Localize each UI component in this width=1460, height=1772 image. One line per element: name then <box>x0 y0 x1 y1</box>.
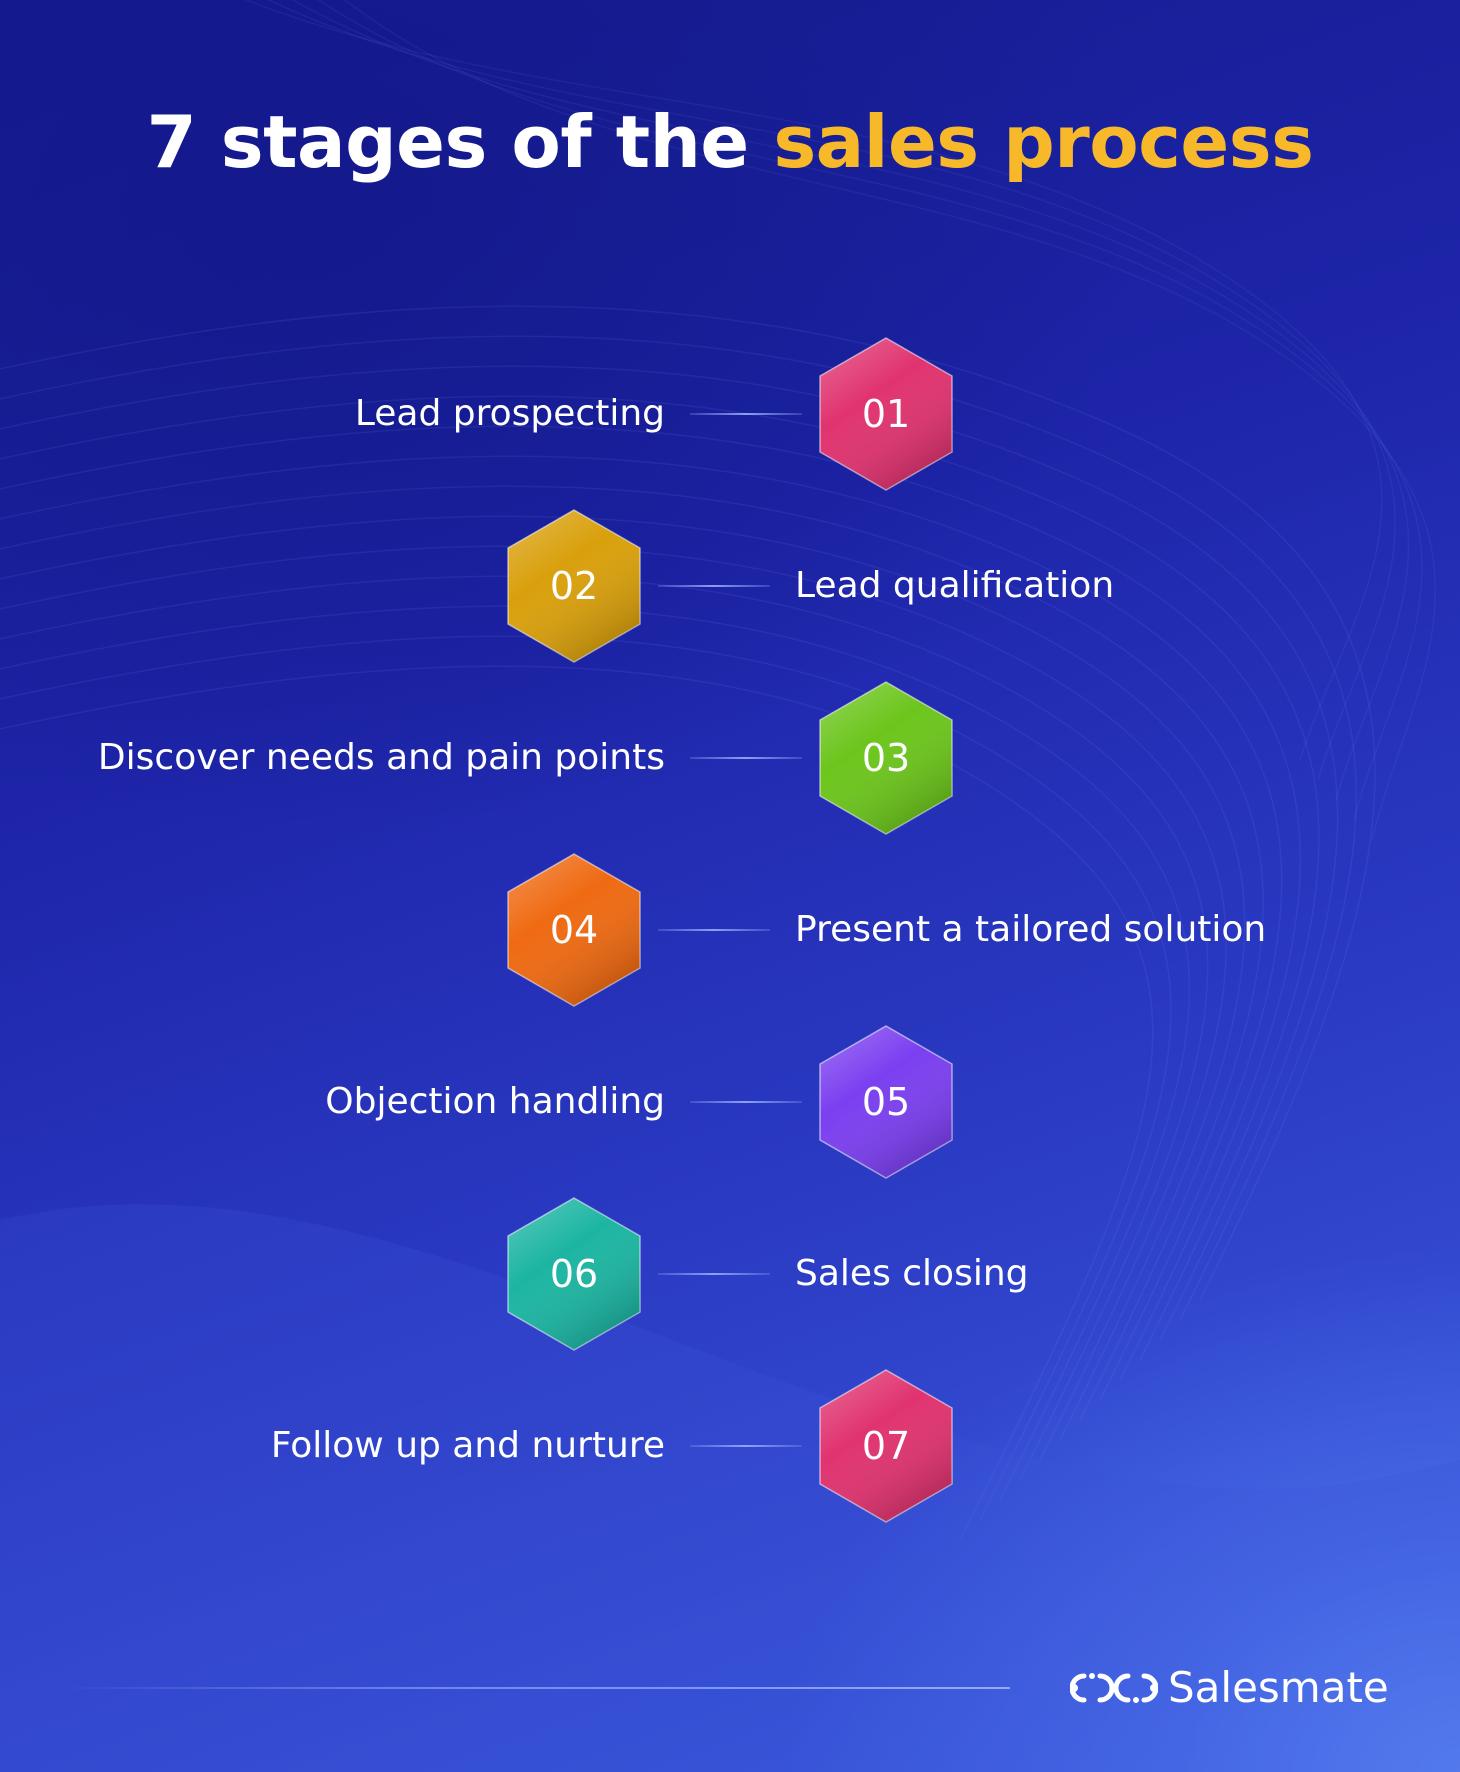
stage-label: Follow up and nurture <box>270 1425 665 1466</box>
brand-name: Salesmate <box>1168 1663 1389 1712</box>
stage-number: 02 <box>549 564 599 608</box>
connector-line <box>658 929 770 931</box>
stage-number: 04 <box>549 908 599 952</box>
connector-line <box>690 757 802 759</box>
stage-label: Objection handling <box>325 1081 665 1122</box>
stage-04: 04 Present a tailored solution <box>0 852 1460 1008</box>
stage-05: 05 Objection handling <box>0 1024 1460 1180</box>
hexagon-shape <box>507 1197 641 1351</box>
stage-02: 02 Lead qualification <box>0 508 1460 664</box>
stage-label: Lead prospecting <box>354 393 665 434</box>
stage-number: 01 <box>861 392 911 436</box>
hexagon-shape <box>507 853 641 1007</box>
stage-hexagon: 03 <box>818 680 954 836</box>
connector-line <box>690 1445 802 1447</box>
hexagon-shape <box>819 681 953 835</box>
page-title: 7 stages of the sales process <box>0 100 1460 184</box>
stage-label: Present a tailored solution <box>795 909 1267 950</box>
hexagon-shape <box>819 1369 953 1523</box>
connector-line <box>658 1273 770 1275</box>
stage-number: 05 <box>861 1080 911 1124</box>
connector-line <box>690 1101 802 1103</box>
stage-hexagon: 05 <box>818 1024 954 1180</box>
hexagon-shape <box>819 1025 953 1179</box>
footer-divider <box>60 1687 1010 1689</box>
stage-label: Sales closing <box>795 1253 1029 1294</box>
connector-line <box>690 413 802 415</box>
hexagon-shape <box>819 337 953 491</box>
stage-03: 03 Discover needs and pain points <box>0 680 1460 836</box>
stage-06: 06 Sales closing <box>0 1196 1460 1352</box>
stage-hexagon: 07 <box>818 1368 954 1524</box>
stage-hexagon: 04 <box>506 852 642 1008</box>
salesmate-logo-icon <box>1070 1673 1158 1703</box>
stage-01: 01 Lead prospecting <box>0 336 1460 492</box>
title-highlight: sales process <box>773 100 1314 184</box>
stage-label: Discover needs and pain points <box>97 737 665 778</box>
stage-hexagon: 02 <box>506 508 642 664</box>
stage-number: 06 <box>549 1252 599 1296</box>
stage-number: 03 <box>861 736 911 780</box>
stage-hexagon: 01 <box>818 336 954 492</box>
stage-07: 07 Follow up and nurture <box>0 1368 1460 1524</box>
hexagon-shape <box>507 509 641 663</box>
connector-line <box>658 585 770 587</box>
title-prefix: 7 stages of the <box>146 100 750 184</box>
stage-hexagon: 06 <box>506 1196 642 1352</box>
stage-label: Lead qualification <box>795 565 1115 606</box>
stage-number: 07 <box>861 1424 911 1468</box>
